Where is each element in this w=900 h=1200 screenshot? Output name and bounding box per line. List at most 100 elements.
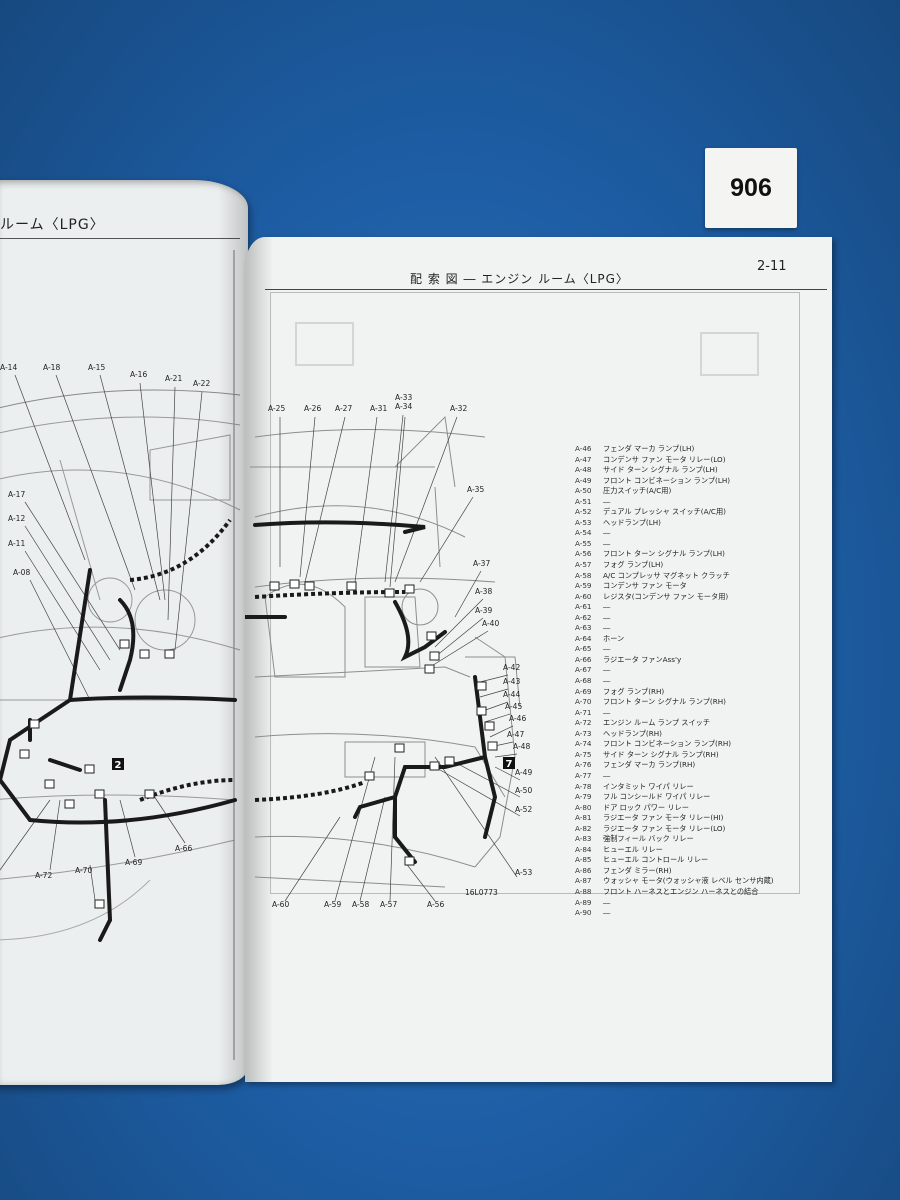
connector-label: A-56 [427,900,444,909]
legend-code: A-64 [575,633,592,643]
legend-description: ― [603,644,611,654]
legend-row: A-77― [575,771,774,782]
right-callout-box [503,757,515,769]
legend-description: サイド ターン シグナル ランプ(LH) [603,465,718,475]
connector-label: A-43 [503,677,520,686]
connector-label: A-50 [515,786,532,795]
legend-row: A-71― [575,708,774,719]
legend-description: 圧力スイッチ(A/C用) [603,486,672,496]
legend-description: ― [603,770,611,780]
legend-description: インタミット ワイパ リレー [603,781,694,791]
legend-code: A-60 [575,591,592,601]
legend-description: ホーン [603,633,625,643]
legend-row: A-54― [575,528,774,539]
connector-label: A-60 [272,900,289,909]
connector-label: A-08 [13,568,30,577]
connector-label: A-38 [475,587,492,596]
legend-description: フロント コンビネーション ランプ(RH) [603,739,732,749]
legend-code: A-53 [575,517,592,527]
legend-code: A-49 [575,475,592,485]
legend-code: A-68 [575,676,592,686]
legend-code: A-73 [575,728,592,738]
legend-code: A-81 [575,813,592,823]
connector-label: A-47 [507,730,524,739]
legend-code: A-46 [575,444,592,453]
legend-code: A-83 [575,834,592,844]
legend-code: A-57 [575,560,592,570]
legend-description: ラジエータ ファンAss'y [603,654,682,664]
legend-description: ヒューエル コントロール リレー [603,855,709,865]
legend-description: ― [603,528,611,538]
legend-description: ヒューエル リレー [603,844,663,854]
bleed-through-b-box-2 [700,332,759,376]
legend-description: ― [603,665,611,675]
legend-code: A-76 [575,760,592,770]
legend-code: A-66 [575,654,592,664]
connector-label: A-34 [395,402,412,411]
connector-label: A-42 [503,663,520,672]
connector-label: A-66 [175,844,192,853]
right-callout-number: 7 [506,759,513,770]
connector-label: A-52 [515,805,532,814]
connector-label: A-31 [370,404,387,413]
legend-row: A-81 ラジエータ ファン モータ リレー(HI) [575,813,774,824]
legend-code: A-56 [575,549,592,559]
legend-code: A-69 [575,686,592,696]
right-page-gutter-shadow [245,237,273,1082]
legend-code: A-89 [575,897,592,907]
legend-code: A-59 [575,581,592,591]
connector-label: A-72 [35,871,52,880]
legend-description: フロント ターン シグナル ランプ(RH) [603,697,726,707]
legend-code: A-63 [575,623,592,633]
connector-label: A-33 [395,393,412,402]
connector-label: A-59 [324,900,341,909]
legend-row: A-59 コンデンサ ファン モータ [575,581,774,592]
left-page-gutter-shadow [218,180,248,1085]
legend-description: フェンダ ミラー(RH) [603,865,672,875]
page-title: 配 索 図 ― エンジン ルーム〈LPG〉 [410,272,629,286]
legend-description: フロント ハーネスとエンジン ハーネスとの結合 [603,886,759,896]
legend-description: コンデンサ ファン モータ [603,581,687,591]
left-callout-number: 2 [115,760,122,771]
legend-description: ― [603,602,611,612]
legend-description: ドア ロック パワー リレー [603,802,689,812]
connector-label: A-39 [475,606,492,615]
legend-description: ヘッドランプ(LH) [603,517,661,527]
legend-description: サイド ターン シグナル ランプ(RH) [603,749,719,759]
connector-label: A-15 [88,363,105,372]
legend-description: ラジエータ ファン モータ リレー(HI) [603,813,724,823]
legend-row: A-53 ヘッドランプ(LH) [575,518,774,529]
legend-code: A-79 [575,792,592,802]
legend-description: フロント ターン シグナル ランプ(LH) [603,549,725,559]
legend-code: A-87 [575,876,592,886]
legend-row: A-55― [575,539,774,550]
number-sticker: 906 [705,148,797,228]
legend-row: A-63― [575,623,774,634]
connector-label: A-35 [467,485,484,494]
legend-row: A-86 フェンダ ミラー(RH) [575,866,774,877]
legend-description: ラジエータ ファン モータ リレー(LO) [603,823,726,833]
connector-label: A-14 [0,363,17,372]
header-rule [265,289,827,290]
legend-description: ― [603,707,611,717]
legend-code: A-86 [575,865,592,875]
connector-label: A-45 [505,702,522,711]
connector-label: A-32 [450,404,467,413]
connector-label: A-44 [503,690,520,699]
legend-description: ― [603,538,611,548]
legend-description: フル コンシールド ワイパ リレー [603,792,711,802]
legend-description: コンデンサ ファン モータ リレー(LO) [603,454,726,464]
